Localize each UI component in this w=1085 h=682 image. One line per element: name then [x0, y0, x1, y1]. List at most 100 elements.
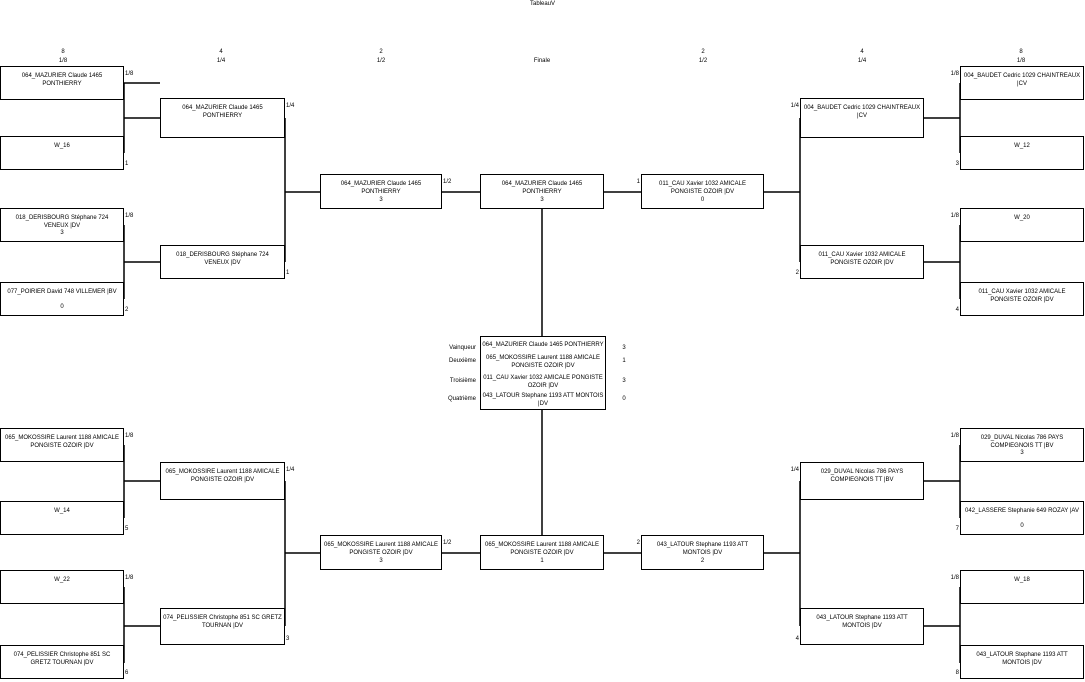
match-box-r8f[interactable]: 042_LASSERE Stephanie 649 ROZAY |AV 0: [960, 501, 1084, 535]
seed-number: 8: [955, 670, 959, 676]
player-name: 043_LATOUR Stephane 1193 ATT MONTOIS |DV: [656, 542, 749, 556]
match-box-fb[interactable]: 065_MOKOSSIRE Laurent 1188 AMICALE PONGI…: [480, 535, 604, 570]
match-box-l8g[interactable]: W_22: [0, 570, 124, 604]
round-tag: 1/8: [125, 213, 134, 219]
column-round-3: 1/2: [376, 58, 386, 64]
rank-player-name: 011_CAU Xavier 1032 AMICALE PONGISTE OZO…: [483, 375, 603, 389]
seed-number: 7: [955, 526, 959, 532]
seed-number: 4: [955, 307, 959, 313]
player-name: 065_MOKOSSIRE Laurent 1188 AMICALE PONGI…: [165, 469, 280, 483]
rank-player-name: 065_MOKOSSIRE Laurent 1188 AMICALE PONGI…: [486, 355, 600, 369]
column-round-6: 1/4: [857, 58, 867, 64]
round-tag: 1/4: [790, 103, 799, 109]
player-name: 011_CAU Xavier 1032 AMICALE PONGISTE OZO…: [978, 289, 1066, 303]
player-name: 042_LASSERE Stephanie 649 ROZAY |AV: [965, 508, 1079, 514]
match-box-r8d[interactable]: 011_CAU Xavier 1032 AMICALE PONGISTE OZO…: [960, 282, 1084, 316]
column-round-2: 1/4: [216, 58, 226, 64]
rank-label: Vainqueur: [449, 345, 476, 351]
match-box-l4d[interactable]: 074_PELISSIER Christophe 851 SC GRETZ TO…: [160, 608, 285, 645]
match-box-r8b[interactable]: W_12: [960, 136, 1084, 170]
ranking-box: [480, 336, 606, 410]
player-name: W_12: [1014, 143, 1030, 149]
match-box-r8a[interactable]: 004_BAUDET Cedric 1029 CHAINTREAUX |CV: [960, 66, 1084, 100]
round-tag: 1/8: [125, 575, 134, 581]
match-box-r4a[interactable]: 004_BAUDET Cedric 1029 CHAINTREAUX |CV: [800, 98, 924, 138]
player-name: 074_PELISSIER Christophe 851 SC GRETZ TO…: [163, 615, 282, 629]
match-box-l2a[interactable]: 064_MAZURIER Claude 1465 PONTHIERRY 3: [320, 174, 442, 209]
match-score: 3: [60, 230, 64, 236]
match-score: 3: [379, 558, 383, 564]
column-count-7: 8: [1019, 49, 1023, 55]
match-box-r2a[interactable]: 011_CAU Xavier 1032 AMICALE PONGISTE OZO…: [641, 174, 764, 209]
match-box-l8b[interactable]: W_16: [0, 136, 124, 170]
column-round-1: 1/8: [58, 58, 68, 64]
match-score: 0: [1020, 523, 1024, 529]
player-name: 064_MAZURIER Claude 1465 PONTHIERRY: [501, 181, 583, 195]
match-box-l4a[interactable]: 064_MAZURIER Claude 1465 PONTHIERRY: [160, 98, 285, 138]
seed-number: 5: [125, 526, 129, 532]
player-name: 065_MOKOSSIRE Laurent 1188 AMICALE PONGI…: [485, 542, 599, 556]
round-tag: 1/8: [950, 575, 959, 581]
player-name: W_18: [1014, 577, 1030, 583]
rank-score: 0: [622, 396, 626, 402]
round-tag: 1/4: [286, 103, 295, 109]
player-name: 064_MAZURIER Claude 1465 PONTHIERRY: [340, 181, 422, 195]
round-tag: 1/8: [125, 433, 134, 439]
round-tag: 1/8: [950, 433, 959, 439]
round-tag: 1/8: [125, 71, 134, 77]
rank-label: Quatrième: [447, 396, 476, 402]
seed-number: 6: [125, 670, 129, 676]
column-round-5: 1/2: [698, 58, 708, 64]
round-tag: 1/2: [443, 179, 452, 185]
player-name: W_22: [54, 577, 70, 583]
seed-number: 1: [286, 270, 290, 276]
seed-number: 3: [286, 636, 290, 642]
player-name: W_16: [54, 143, 70, 149]
player-name: 074_PELISSIER Christophe 851 SC GRETZ TO…: [13, 652, 111, 666]
column-count-3: 2: [379, 49, 383, 55]
player-name: 018_DERISBOURG Stéphane 724 VENEUX |DV: [176, 252, 269, 266]
match-score: 0: [60, 304, 64, 310]
match-box-l8f[interactable]: W_14: [0, 501, 124, 535]
match-box-r4c[interactable]: 029_DUVAL Nicolas 786 PAYS COMPIEGNOIS T…: [800, 462, 924, 500]
match-box-r4b[interactable]: 011_CAU Xavier 1032 AMICALE PONGISTE OZO…: [800, 245, 924, 279]
match-box-l4b[interactable]: 018_DERISBOURG Stéphane 724 VENEUX |DV: [160, 245, 285, 279]
player-name: 043_LATOUR Stephane 1193 ATT MONTOIS |DV: [976, 652, 1068, 666]
player-name: 077_POIRIER David 748 VILLEMER |BV: [7, 289, 117, 295]
player-name: 064_MAZURIER Claude 1465 PONTHIERRY: [182, 105, 263, 119]
column-round-4: Finale: [533, 58, 551, 64]
column-count-6: 4: [860, 49, 864, 55]
player-name: W_20: [1014, 215, 1030, 221]
rank-label: Deuxième: [448, 358, 476, 364]
match-box-r8e[interactable]: 029_DUVAL Nicolas 786 PAYS COMPIEGNOIS T…: [960, 428, 1084, 462]
match-box-l2b[interactable]: 065_MOKOSSIRE Laurent 1188 AMICALE PONGI…: [320, 535, 442, 570]
match-score: 0: [700, 197, 705, 203]
match-box-r8c[interactable]: W_20: [960, 208, 1084, 242]
match-box-l4c[interactable]: 065_MOKOSSIRE Laurent 1188 AMICALE PONGI…: [160, 462, 285, 500]
player-name: 065_MOKOSSIRE Laurent 1188 AMICALE PONGI…: [324, 542, 438, 556]
match-box-r4d[interactable]: 043_LATOUR Stephane 1193 ATT MONTOIS |DV: [800, 608, 924, 645]
seed-number: 3: [955, 161, 959, 167]
match-box-r8g[interactable]: W_18: [960, 570, 1084, 604]
player-name: W_14: [54, 508, 70, 514]
match-box-r2b[interactable]: 043_LATOUR Stephane 1193 ATT MONTOIS |DV…: [641, 535, 764, 570]
match-box-l8d[interactable]: 077_POIRIER David 748 VILLEMER |BV 0: [0, 282, 124, 316]
match-box-l8h[interactable]: 074_PELISSIER Christophe 851 SC GRETZ TO…: [0, 645, 124, 679]
match-box-l8e[interactable]: 065_MOKOSSIRE Laurent 1188 AMICALE PONGI…: [0, 428, 124, 462]
player-name: 004_BAUDET Cedric 1029 CHAINTREAUX |CV: [803, 105, 921, 119]
match-score: 3: [379, 197, 383, 203]
player-name: 011_CAU Xavier 1032 AMICALE PONGISTE OZO…: [818, 252, 906, 266]
player-name: 018_DERISBOURG Stéphane 724 VENEUX |DV: [15, 215, 109, 229]
round-tag: 1/8: [950, 71, 959, 77]
match-box-l8a[interactable]: 064_MAZURIER Claude 1465 PONTHIERRY: [0, 66, 124, 100]
rank-score: 1: [622, 358, 626, 364]
rank-label: Troisième: [449, 378, 476, 384]
page-title: TableauV: [529, 1, 556, 7]
match-score: 3: [1020, 450, 1024, 456]
rank-score: 3: [622, 378, 626, 384]
match-box-r8h[interactable]: 043_LATOUR Stephane 1193 ATT MONTOIS |DV: [960, 645, 1084, 679]
column-count-2: 4: [219, 49, 223, 55]
player-name: 004_BAUDET Cedric 1029 CHAINTREAUX |CV: [963, 73, 1081, 87]
